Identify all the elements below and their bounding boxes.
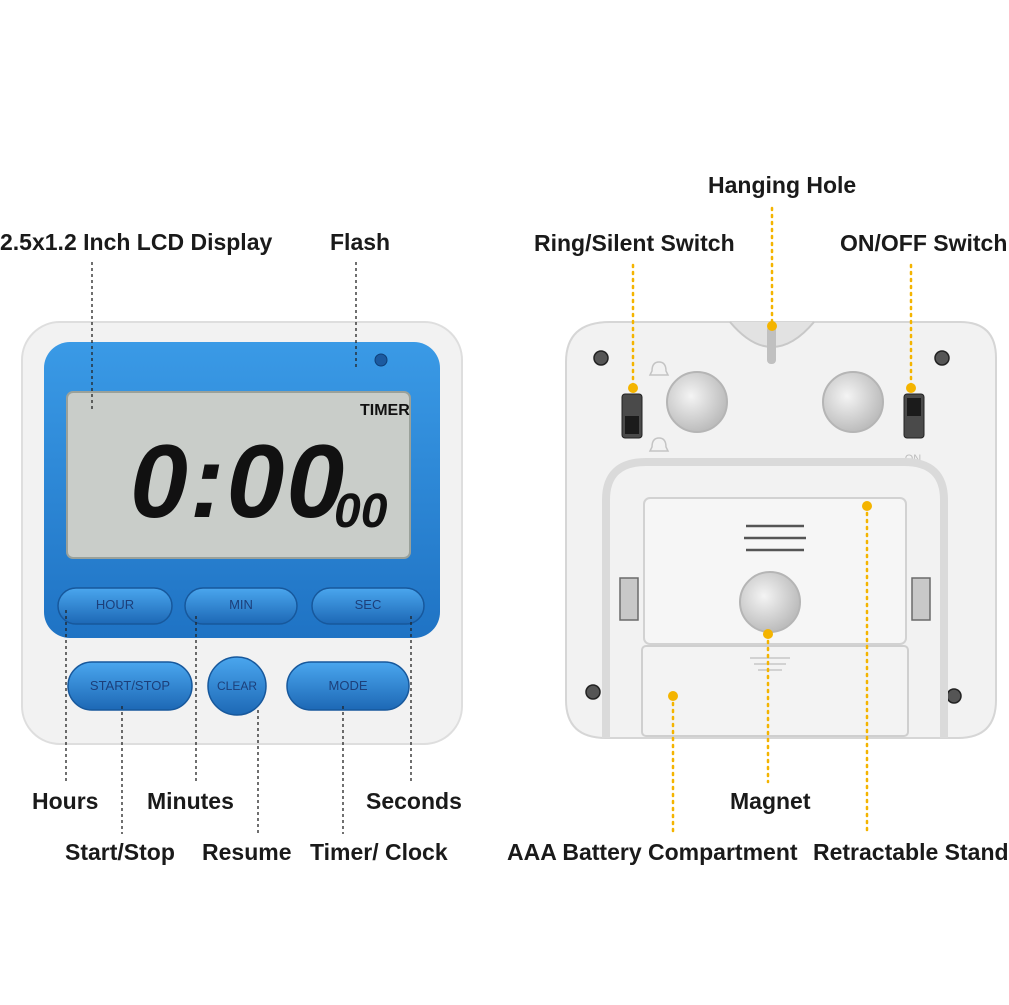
resume-label: Resume [202,839,292,865]
screw-icon [946,688,962,704]
battery-label: AAA Battery Compartment [507,839,798,865]
hour-button[interactable] [57,587,173,625]
flash-led-icon [374,353,388,367]
magnet-knob [739,571,801,633]
callout-dot [906,383,916,393]
lcd-seconds-digits: 00 [334,485,388,538]
front-callouts [65,262,412,834]
lcd-screen [66,391,411,559]
screw-icon [593,350,609,366]
back-timer: ON [565,321,997,739]
clear-button[interactable] [207,656,267,716]
min-button-label: MIN [229,597,253,612]
hours-label: Hours [32,788,99,814]
callout-dot [668,691,678,701]
callout-dot [763,629,773,639]
sec-button-label: SEC [354,597,382,612]
hour-button-label: HOUR [95,597,135,612]
back-callouts [631,206,913,836]
stand-hinge-right [911,577,931,621]
ring-silent-label: Ring/Silent Switch [534,230,735,256]
on-off-label: ON/OFF Switch [840,230,1008,256]
display-label: 2.5x1.2 Inch LCD Display [0,229,273,255]
sec-button[interactable] [311,587,425,625]
mode-button-label: MODE [328,678,368,693]
screw-icon [934,350,950,366]
timer-clock-label: Timer/ Clock [310,839,448,865]
back-button-right[interactable] [822,371,884,433]
hanging-slot [767,326,776,364]
on-off-switch-knob [907,398,921,416]
min-button[interactable] [184,587,298,625]
magnet-label: Magnet [730,788,811,814]
back-button-left[interactable] [666,371,728,433]
hanging-hole-label: Hanging Hole [708,172,857,198]
stand-hinge-left [619,577,639,621]
bell-silent-icon [648,437,670,452]
start-stop-label: Start/Stop [65,839,175,865]
lcd-time-digits: 0:00 [130,424,347,540]
lcd-mode-indicator: TIMER [360,402,410,419]
ring-silent-switch-knob [625,416,639,434]
start-stop-button[interactable] [67,661,193,711]
minutes-label: Minutes [147,788,234,814]
back-callout-dots [628,321,916,701]
callout-dot [628,383,638,393]
clear-button-label: CLEAR [216,679,257,693]
flash-label: Flash [330,229,391,255]
stand-label: Retractable Stand [813,839,1009,865]
front-timer [21,321,463,745]
bell-icon [648,361,670,376]
magnet-panel [643,497,907,645]
retractable-stand [602,458,948,738]
seconds-label: Seconds [366,788,462,814]
callout-dot [862,501,872,511]
screw-icon [585,684,601,700]
callout-dot [767,321,777,331]
mode-button[interactable] [286,661,410,711]
battery-cover[interactable] [641,645,909,737]
start-stop-button-label: START/STOP [89,678,171,693]
